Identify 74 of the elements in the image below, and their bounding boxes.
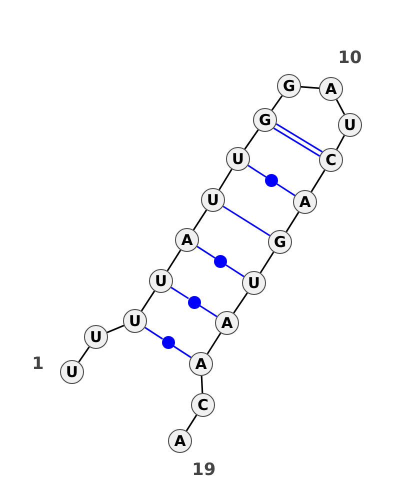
base-pair-line: [276, 183, 296, 196]
backbone-line: [244, 129, 259, 150]
backbone-line: [286, 212, 300, 232]
nucleotide-letter: A: [221, 316, 233, 330]
backbone-line: [206, 332, 222, 354]
base-pair-dot: [265, 174, 278, 187]
nucleotide-circle: [201, 188, 225, 212]
nucleotide-letter: A: [299, 194, 311, 210]
backbone-line: [192, 210, 208, 230]
nucleotide-letter: A: [174, 434, 186, 448]
base-pair-line: [273, 128, 320, 157]
nucleotide-letter: C: [325, 152, 336, 168]
base-pair-line: [196, 246, 216, 259]
backbone-line: [186, 414, 198, 432]
base-pair-line: [222, 206, 270, 236]
nucleotide-circle: [226, 147, 250, 171]
nucleotide-circle: [319, 148, 343, 172]
base-pair-line: [173, 345, 192, 358]
backbone-line: [310, 170, 326, 192]
nucleotide-circle: [293, 190, 317, 214]
nucleotide-circle: [175, 228, 199, 252]
nucleotide-circle: [168, 429, 192, 453]
nucleotide-letter: U: [232, 152, 244, 166]
position-number: 1: [32, 356, 44, 372]
nucleotide-circle: [268, 230, 292, 254]
nucleotide-letter: C: [197, 398, 208, 412]
backbone-line: [200, 376, 204, 394]
nucleotide-circle: [123, 309, 147, 333]
nucleotide-letter: G: [258, 112, 272, 128]
backbone-line: [271, 95, 283, 111]
nucleotide-letter: U: [344, 118, 356, 132]
nucleotide-letter: U: [90, 330, 102, 344]
base-pair-line: [144, 326, 163, 340]
nucleotide-circle: [60, 360, 84, 384]
nucleotide-letter: U: [66, 364, 78, 380]
backbone-line: [260, 252, 274, 274]
base-pair-dot: [214, 255, 227, 268]
nucleotide-circle: [277, 74, 301, 98]
base-pair-line: [170, 286, 189, 300]
nucleotide-letter: A: [181, 232, 193, 248]
backbone-line: [233, 292, 248, 314]
nucleotide-letter: A: [195, 356, 207, 372]
nucleotide-circle: [253, 108, 277, 132]
backbone-line: [218, 168, 232, 190]
nucleotide-letter: A: [325, 82, 337, 96]
nucleotide-circle: [319, 77, 343, 101]
nucleotide-circle: [242, 271, 266, 295]
base-pair-line: [199, 304, 218, 318]
position-number: 10: [338, 50, 362, 66]
base-pair-dot: [188, 296, 200, 308]
backbone-line: [166, 250, 182, 272]
base-pair-line: [226, 264, 244, 278]
base-pair-line: [248, 164, 266, 178]
base-pair-dot: [162, 336, 174, 349]
position-number: 19: [192, 462, 216, 478]
nucleotide-letter: U: [128, 314, 142, 328]
backbone-line: [78, 346, 90, 363]
backbone-line: [140, 290, 156, 312]
nucleotide-circle: [338, 113, 362, 137]
nucleotide-circle: [84, 325, 108, 349]
nucleotide-circle: [215, 311, 239, 335]
nucleotide-letter: U: [248, 276, 260, 290]
backbone-line: [300, 86, 320, 89]
backbone-line: [106, 324, 124, 334]
nucleotide-circle: [189, 352, 213, 376]
nucleotide-letter: U: [154, 274, 168, 288]
nucleotide-letter: G: [282, 78, 296, 94]
backbone-line: [336, 99, 346, 115]
nucleotide-circle: [149, 269, 173, 293]
backbone-line: [336, 135, 345, 150]
base-pair-line: [276, 123, 323, 152]
nucleotide-circle: [191, 393, 215, 417]
nucleotide-letter: U: [206, 192, 220, 208]
nucleotide-letter: G: [274, 234, 286, 250]
